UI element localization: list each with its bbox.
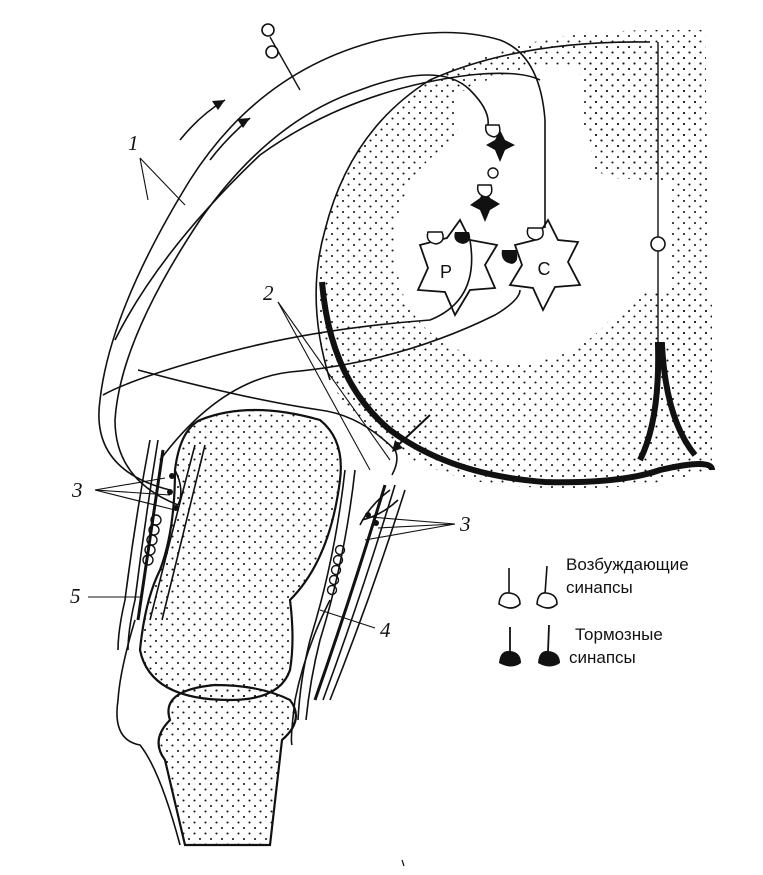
label-3-right: 3 <box>459 512 471 536</box>
muscle-spindle-right <box>326 544 346 596</box>
excitatory-synapse-icon <box>498 565 558 609</box>
legend-inhibitory-line2: синапсы <box>569 648 636 667</box>
stray-mark <box>401 859 405 867</box>
bone-upper <box>138 408 342 702</box>
neuron-c-label: C <box>538 259 551 279</box>
grey-matter-dorsal <box>455 64 585 197</box>
inhibitory-synapse-icon <box>499 624 560 667</box>
legend: Возбуждающие синапсы Тормозные синапсы <box>498 555 689 667</box>
label-2: 2 <box>263 281 274 305</box>
legend-inhibitory-line1: Тормозные <box>575 625 663 644</box>
cord-synapses <box>426 124 544 264</box>
ventral-border <box>319 281 715 486</box>
muscle-extensor <box>297 469 406 721</box>
label-1: 1 <box>128 131 139 155</box>
neuron-p-label: P <box>440 262 452 282</box>
central-canal <box>650 236 666 252</box>
motoneuron-c: C <box>508 218 582 313</box>
inhibitory-interneuron-upper <box>486 130 515 162</box>
muscle-flexor <box>117 439 206 651</box>
inhibitory-interneuron-lower <box>470 188 500 222</box>
label-4: 4 <box>380 618 391 642</box>
leader-lines <box>88 157 456 629</box>
label-5: 5 <box>70 584 81 608</box>
afferent-fibers <box>98 23 546 506</box>
legend-excitatory-line2: синапсы <box>566 578 633 597</box>
dorsal-column <box>587 46 650 179</box>
muscle-spindle-left <box>142 514 162 566</box>
efferent-arrow <box>394 414 431 449</box>
legend-excitatory-line1: Возбуждающие <box>566 555 689 574</box>
bone-lower <box>157 683 298 847</box>
label-3-left: 3 <box>71 478 83 502</box>
ventral-fissure <box>637 342 698 462</box>
